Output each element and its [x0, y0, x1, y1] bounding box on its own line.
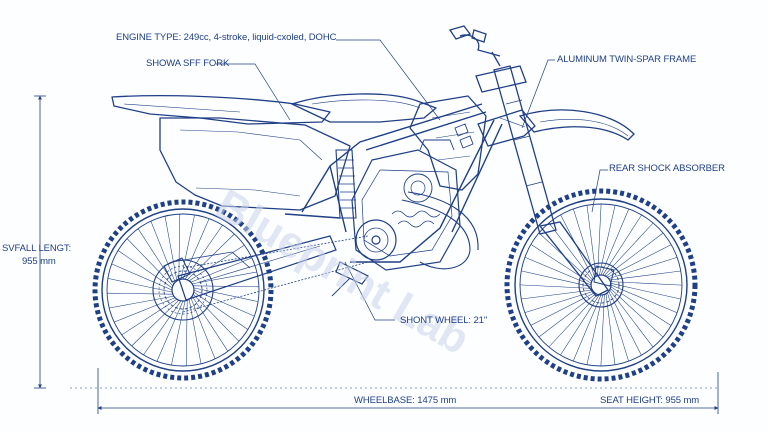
spoke [521, 289, 593, 300]
spoke [190, 297, 216, 360]
spoke [178, 214, 181, 280]
spoke [524, 291, 594, 313]
spoke [538, 293, 597, 338]
frame-label: ALUMINUM TWIN-SPAR FRAME [557, 54, 697, 65]
spoke [143, 300, 182, 356]
spoke [560, 294, 600, 356]
spoke [121, 298, 178, 336]
front-wheel [504, 188, 698, 382]
spoke [150, 220, 176, 283]
spoke [171, 300, 186, 366]
exhaust [401, 191, 479, 270]
spoke [107, 278, 173, 293]
spoke [586, 205, 597, 277]
spoke [586, 294, 603, 365]
spoke [610, 288, 664, 338]
rear-wheel [92, 199, 274, 381]
spoke [599, 205, 616, 276]
spoke [519, 284, 592, 289]
spoke [600, 208, 630, 276]
spoke [608, 257, 678, 279]
front-fender [518, 109, 635, 141]
spoke [605, 232, 664, 277]
engine-type-label: ENGINE TYPE: 249cc, 4-stroke, liquid-cxo… [116, 32, 337, 43]
rear-shock [335, 149, 357, 219]
chain [182, 235, 369, 313]
overall-length-label: SVFALL LENGT: [2, 243, 72, 254]
spoke [548, 222, 593, 281]
spoke [524, 256, 592, 286]
swingarm [171, 235, 337, 301]
spoke [126, 238, 173, 286]
spoke [548, 294, 598, 348]
bodywork [111, 93, 536, 211]
spoke [530, 244, 592, 284]
spoke [193, 287, 259, 302]
spoke [572, 294, 602, 362]
spoke [607, 292, 629, 362]
spoke [109, 295, 174, 309]
spoke [164, 216, 178, 281]
spoke [107, 292, 173, 295]
spoke [600, 294, 605, 367]
spoke [609, 270, 681, 281]
spoke [185, 300, 188, 366]
spoke [184, 224, 223, 280]
front-fork [475, 65, 609, 297]
spoke [597, 203, 602, 276]
spoke [156, 300, 184, 362]
overall-length-value: 955 mm [22, 256, 56, 267]
spoke [608, 291, 642, 356]
fork-label: SHOWA SFF FORK [146, 58, 230, 69]
spoke [113, 297, 176, 323]
footpeg [331, 261, 369, 297]
spoke [610, 281, 683, 286]
brake-discs [163, 257, 620, 310]
spoke [610, 283, 681, 300]
spoke [192, 271, 257, 285]
spoke [193, 291, 249, 330]
spoke [609, 289, 654, 348]
spoke [131, 300, 179, 347]
spoke [610, 284, 678, 314]
spoke [193, 294, 240, 342]
spoke [607, 244, 672, 278]
rear-shock-label: REAR SHOCK ABSORBER [609, 163, 725, 174]
front-wheel-label: SHONT WHEEL: 21" [400, 315, 488, 326]
spoke [610, 286, 672, 326]
spoke [604, 222, 654, 276]
spoke [191, 295, 229, 352]
dimension-lines [34, 95, 720, 414]
spoke [188, 244, 245, 282]
spoke [605, 293, 616, 365]
wheelbase-label: WHEELBASE: 1475 mm [354, 395, 457, 406]
spoke [187, 233, 235, 280]
spoke [111, 263, 173, 291]
handlebar [448, 25, 501, 67]
spoke [602, 214, 642, 276]
engine [351, 139, 461, 271]
spoke [530, 292, 595, 326]
spoke [521, 270, 592, 287]
spoke [117, 250, 173, 289]
spoke [190, 257, 253, 283]
seat-height-label: SEAT HEIGHT: 955 mm [600, 395, 700, 406]
spoke [180, 214, 195, 280]
leader-lines [216, 39, 608, 321]
